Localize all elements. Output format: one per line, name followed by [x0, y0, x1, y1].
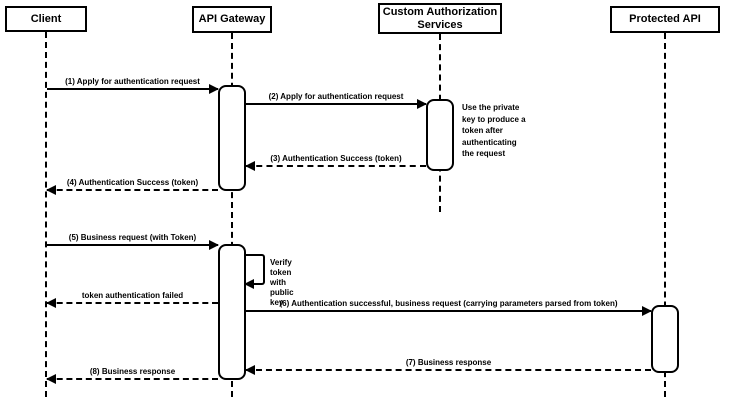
message-2-label: (2) Apply for authentication request: [268, 92, 404, 101]
activation-custom-authorization-services: [426, 99, 454, 171]
self-message-verify-token: Verify token with public key: [244, 254, 294, 307]
lifeline-protected-api: [664, 33, 666, 397]
actor-api-gateway-label: API Gateway: [198, 13, 266, 25]
actor-protected-api-label: Protected API: [629, 13, 701, 25]
actor-client: Client: [5, 6, 87, 32]
actor-api-gateway: API Gateway: [192, 6, 272, 33]
message-3-label: (3) Authentication Success (token): [270, 154, 402, 163]
activation-protected-api: [651, 305, 679, 373]
self-message-label: Verify token with public key: [270, 258, 294, 307]
message-token-auth-failed-label: token authentication failed: [81, 291, 184, 300]
arrowhead-left-icon: [46, 374, 56, 384]
actor-protected-api: Protected API: [610, 6, 720, 33]
message-token-auth-failed-line: [47, 302, 218, 304]
message-4-line: [47, 189, 218, 191]
arrowhead-left-icon: [245, 161, 255, 171]
arrowhead-left-icon: [46, 298, 56, 308]
arrowhead-right-icon: [417, 99, 427, 109]
message-6-label: (6) Authentication successful, business …: [279, 299, 618, 308]
arrowhead-right-icon: [209, 240, 219, 250]
message-1-line: [47, 88, 218, 90]
message-7-label: (7) Business response: [405, 358, 492, 367]
message-3-line: [246, 165, 426, 167]
lifeline-api-gateway: [231, 33, 233, 397]
arrowhead-left-icon: [245, 365, 255, 375]
message-1-label: (1) Apply for authentication request: [65, 77, 200, 86]
arrowhead-right-icon: [642, 306, 652, 316]
note-private-key: Use the private key to produce a token a…: [462, 103, 526, 158]
message-5-label: (5) Business request (with Token): [68, 233, 197, 242]
message-6-line: [246, 310, 651, 312]
lifeline-client: [45, 32, 47, 397]
message-7-line: [246, 369, 651, 371]
message-4-label: (4) Authentication Success (token): [66, 178, 199, 187]
activation-api-gateway-2: [218, 244, 246, 380]
message-5-line: [47, 244, 218, 246]
actor-custom-authorization-services-label: Custom Authorization Services: [382, 5, 498, 31]
actor-custom-authorization-services: Custom Authorization Services: [378, 3, 502, 34]
actor-client-label: Client: [30, 12, 62, 25]
arrowhead-right-icon: [209, 84, 219, 94]
arrowhead-left-icon: [244, 279, 254, 289]
arrowhead-left-icon: [46, 185, 56, 195]
message-8-label: (8) Business response: [89, 367, 176, 376]
activation-api-gateway-1: [218, 85, 246, 191]
message-8-line: [47, 378, 218, 380]
message-2-line: [246, 103, 426, 105]
